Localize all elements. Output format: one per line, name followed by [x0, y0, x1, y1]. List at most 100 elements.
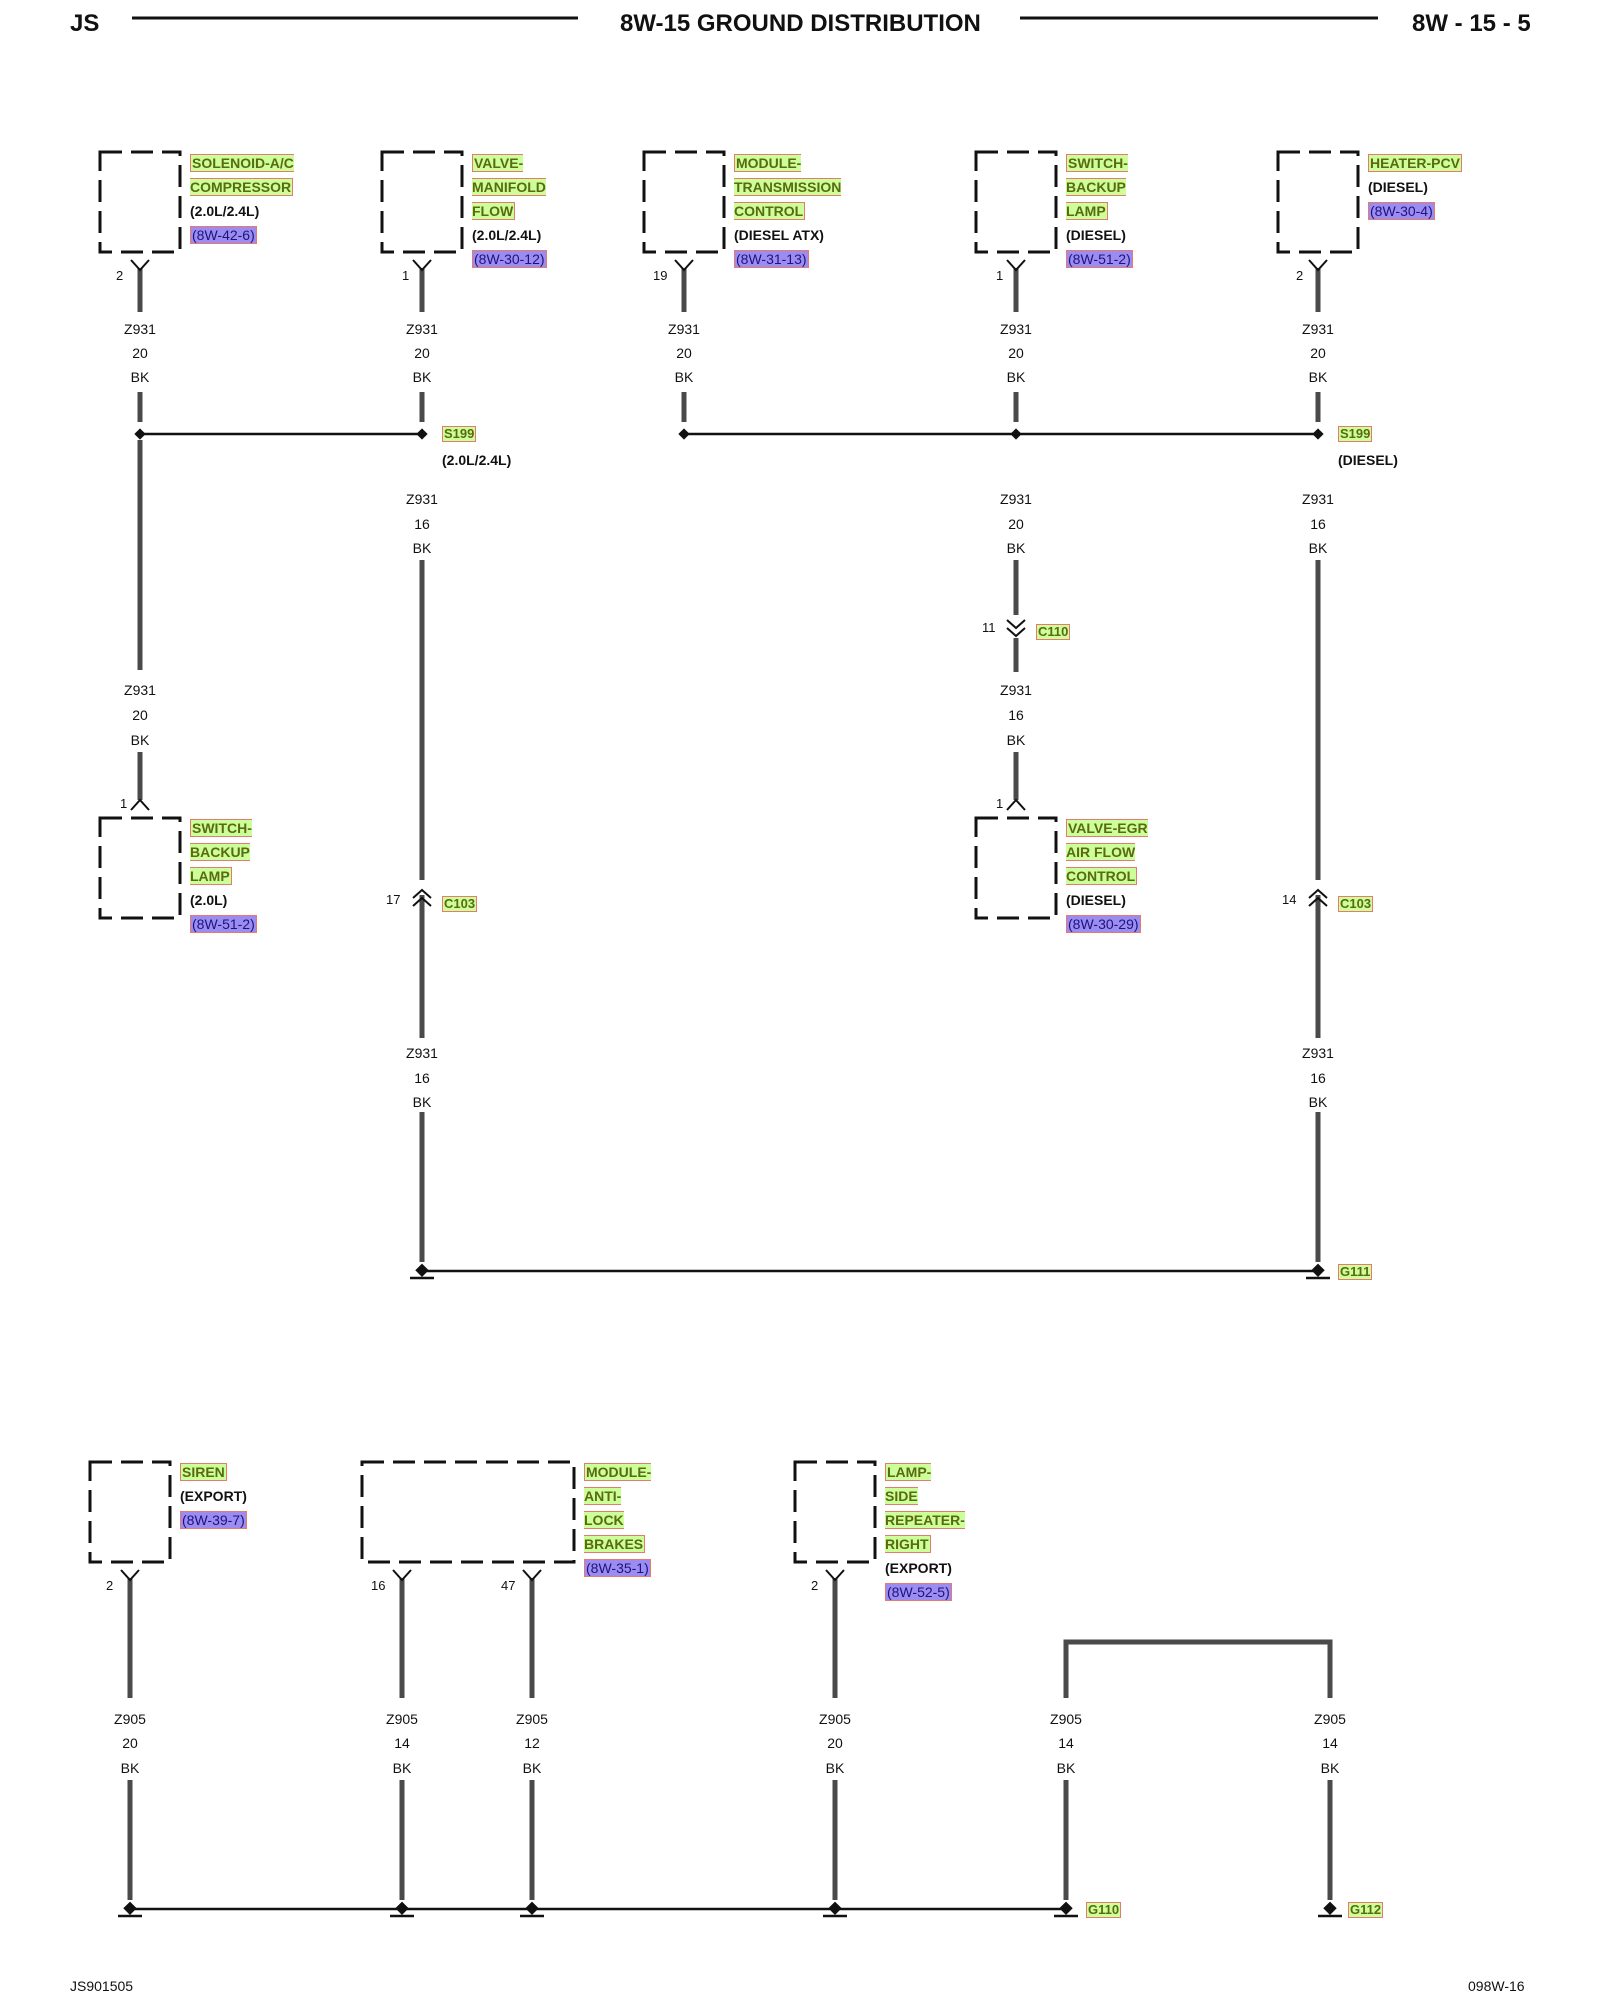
svg-text:16: 16	[414, 516, 430, 532]
component-box-switch-backup-lamp-20l	[98, 816, 182, 920]
svg-text:BK: BK	[413, 369, 432, 385]
component-box-solenoid-ac	[98, 150, 182, 254]
svg-text:20: 20	[1310, 345, 1326, 361]
component-boxes	[88, 150, 1360, 1564]
component-note: (DIESEL)	[1368, 179, 1428, 195]
svg-text:16: 16	[1008, 707, 1024, 723]
svg-text:20: 20	[1008, 516, 1024, 532]
svg-text:BK: BK	[131, 732, 150, 748]
pin-number: 17	[386, 892, 400, 907]
svg-text:BK: BK	[826, 1760, 845, 1776]
svg-text:Z905: Z905	[819, 1711, 851, 1727]
svg-text:Z905: Z905	[386, 1711, 418, 1727]
pin-arrows	[120, 259, 1328, 1582]
svg-text:16: 16	[414, 1070, 430, 1086]
svg-text:20: 20	[414, 345, 430, 361]
pin-number: 47	[501, 1578, 515, 1593]
component-siren: SIREN (EXPORT) (8W-39-7)	[180, 1460, 247, 1532]
page-ref-link[interactable]: (8W-42-6)	[190, 226, 257, 244]
svg-text:14: 14	[1058, 1735, 1074, 1751]
connector-label: C110	[1036, 624, 1071, 640]
component-name: SOLENOID-A/C COMPRESSOR	[190, 154, 294, 196]
svg-text:Z931: Z931	[1302, 1045, 1334, 1061]
component-switch-backup-lamp-diesel: SWITCH- BACKUP LAMP (DIESEL) (8W-51-2)	[1066, 151, 1133, 271]
svg-text:14: 14	[394, 1735, 410, 1751]
component-lamp-side-repeater-right: LAMP- SIDE REPEATER- RIGHT (EXPORT) (8W-…	[885, 1460, 965, 1604]
page-ref-link[interactable]: (8W-51-2)	[190, 915, 257, 933]
component-name: MODULE- TRANSMISSION CONTROL	[734, 154, 842, 220]
splice-note: (2.0L/2.4L)	[442, 452, 512, 468]
pin-numbers: 2 1 19 1 2 1 1 11 17 14 2 16 47 2	[106, 268, 1303, 1593]
splice-dots	[134, 428, 1324, 440]
component-note: (DIESEL ATX)	[734, 227, 824, 243]
svg-text:Z931: Z931	[1000, 682, 1032, 698]
component-name: HEATER-PCV	[1368, 154, 1462, 172]
component-box-valve-manifold-flow	[380, 150, 464, 254]
component-valve-egr: VALVE-EGR AIR FLOW CONTROL (DIESEL) (8W-…	[1066, 816, 1148, 936]
page-ref-link[interactable]: (8W-52-5)	[885, 1583, 952, 1601]
component-name: MODULE- ANTI- LOCK BRAKES	[584, 1463, 652, 1553]
component-box-siren	[88, 1460, 172, 1564]
svg-text:Z931: Z931	[1000, 491, 1032, 507]
svg-text:BK: BK	[1057, 1760, 1076, 1776]
component-box-module-transmission-control	[642, 150, 726, 254]
svg-text:Z905: Z905	[114, 1711, 146, 1727]
buses	[130, 432, 1318, 1911]
component-note: (DIESEL)	[1066, 892, 1126, 908]
svg-text:BK: BK	[1321, 1760, 1340, 1776]
page-ref-link[interactable]: (8W-35-1)	[584, 1559, 651, 1577]
svg-text:14: 14	[1322, 1735, 1338, 1751]
svg-text:Z931: Z931	[1302, 321, 1334, 337]
page-ref-link[interactable]: (8W-51-2)	[1066, 250, 1133, 268]
page-code: JS	[70, 10, 100, 37]
svg-text:BK: BK	[1309, 540, 1328, 556]
pin-number: 1	[120, 796, 127, 811]
splice-label: S199	[1338, 426, 1373, 442]
component-module-transmission-control: MODULE- TRANSMISSION CONTROL (DIESEL ATX…	[734, 151, 842, 271]
component-valve-manifold-flow: VALVE- MANIFOLD FLOW (2.0L/2.4L) (8W-30-…	[472, 151, 547, 271]
component-note: (2.0L/2.4L)	[472, 227, 542, 243]
component-name: VALVE- MANIFOLD FLOW	[472, 154, 546, 220]
svg-text:20: 20	[1008, 345, 1024, 361]
page-ref-link[interactable]: (8W-30-12)	[472, 250, 547, 268]
component-solenoid-ac: SOLENOID-A/C COMPRESSOR (2.0L/2.4L) (8W-…	[190, 151, 294, 247]
wires	[127, 268, 1333, 1900]
component-heater-pcv: HEATER-PCV (DIESEL) (8W-30-4)	[1368, 151, 1462, 223]
page-title: 8W-15 GROUND DISTRIBUTION	[620, 10, 981, 37]
svg-text:BK: BK	[121, 1760, 140, 1776]
component-box-switch-backup-lamp-diesel	[974, 150, 1058, 254]
splice-note: (DIESEL)	[1338, 452, 1398, 468]
svg-text:BK: BK	[1007, 540, 1026, 556]
page-footer-code: 098W-16	[1468, 1978, 1525, 1994]
svg-text:BK: BK	[1007, 369, 1026, 385]
svg-text:Z931: Z931	[1000, 321, 1032, 337]
page-ref-link[interactable]: (8W-39-7)	[180, 1511, 247, 1529]
pin-number: 1	[996, 796, 1003, 811]
svg-text:Z905: Z905	[1050, 1711, 1082, 1727]
ground-symbols	[118, 1263, 1342, 1918]
ground-label: G112	[1348, 1902, 1384, 1918]
component-note: (2.0L/2.4L)	[190, 203, 260, 219]
svg-text:BK: BK	[1309, 369, 1328, 385]
component-box-heater-pcv	[1276, 150, 1360, 254]
page-ref-link[interactable]: (8W-31-13)	[734, 250, 809, 268]
svg-text:BK: BK	[1309, 1094, 1328, 1110]
page-ref-link[interactable]: (8W-30-29)	[1066, 915, 1141, 933]
page-ref-link[interactable]: (8W-30-4)	[1368, 202, 1435, 220]
component-module-abs: MODULE- ANTI- LOCK BRAKES (8W-35-1)	[584, 1460, 652, 1580]
